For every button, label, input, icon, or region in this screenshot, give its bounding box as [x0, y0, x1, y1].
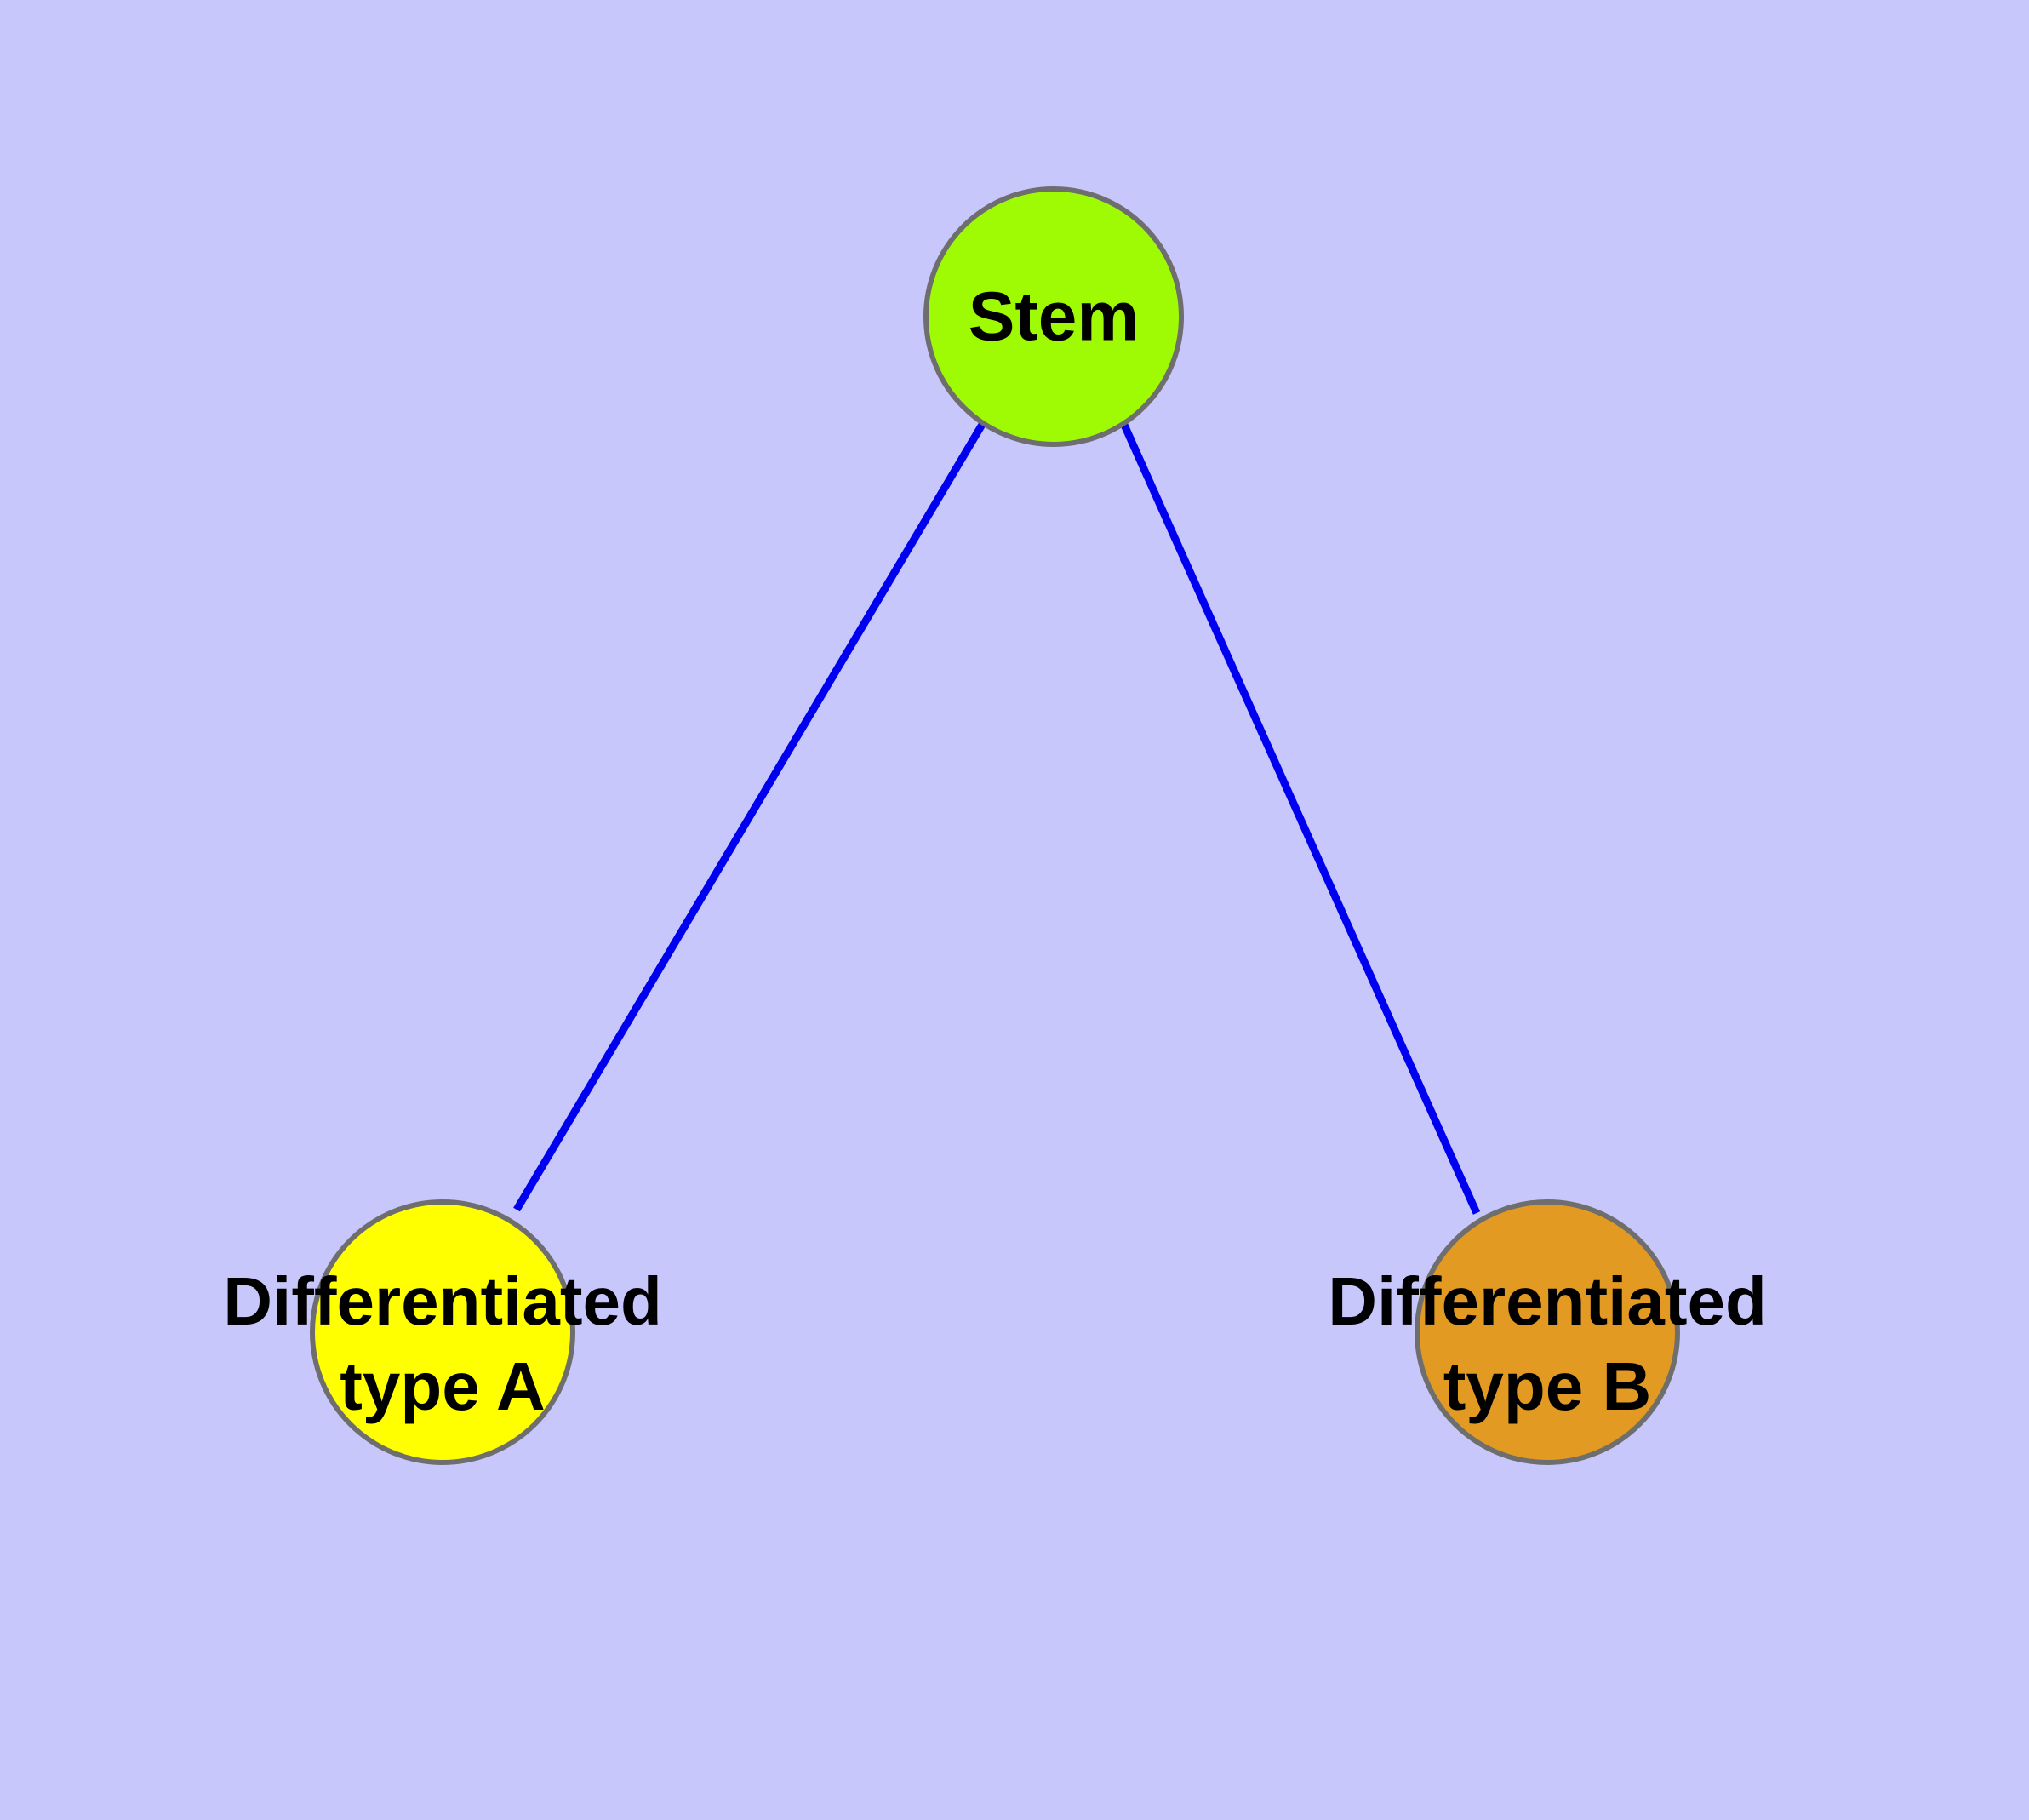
- node-diff-a-label-line1: Differentiated: [223, 1263, 662, 1339]
- edges-layer: [513, 421, 1481, 1215]
- node-stem-label: Stem: [969, 278, 1140, 356]
- node-diff-b[interactable]: Differentiated type B: [1328, 1199, 1767, 1465]
- node-diff-a[interactable]: Differentiated type A: [223, 1199, 662, 1465]
- node-diff-a-label-line2: type A: [340, 1348, 546, 1424]
- node-stem-circle[interactable]: [923, 186, 1184, 447]
- edge-stem-to-diff-a[interactable]: [513, 421, 986, 1212]
- node-diff-a-circle[interactable]: [310, 1199, 575, 1465]
- node-diff-b-label-line1: Differentiated: [1328, 1263, 1767, 1339]
- node-diff-b-circle[interactable]: [1415, 1199, 1680, 1465]
- node-diff-b-label-line2: type B: [1443, 1348, 1652, 1424]
- node-stem[interactable]: Stem: [923, 186, 1184, 447]
- edge-stem-to-diff-b[interactable]: [1119, 421, 1481, 1215]
